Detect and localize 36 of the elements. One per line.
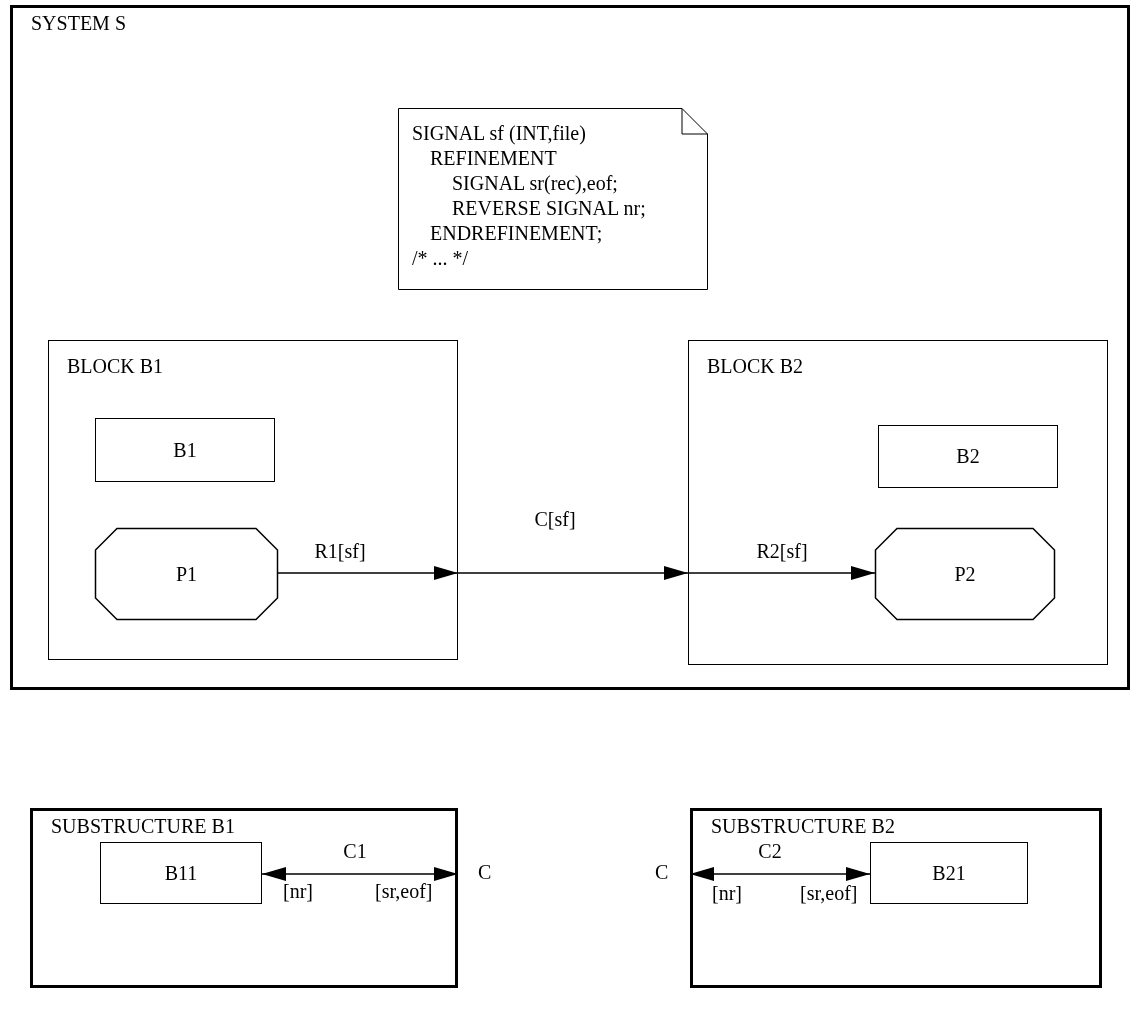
process-octagon: P2 — [875, 528, 1055, 620]
code-line: SIGNAL sf (INT,file) — [412, 122, 586, 145]
edge-label: R1[sf] — [312, 540, 368, 563]
signal-label: [sr,eof] — [375, 880, 433, 903]
frame-title: SUBSTRUCTURE B1 — [51, 815, 235, 838]
code-line: /* ... */ — [412, 247, 469, 270]
block-box: B1 — [95, 418, 275, 482]
block-frame — [690, 808, 1102, 988]
arrow — [261, 867, 459, 881]
block-box: B11 — [100, 842, 262, 904]
code-line: REVERSE SIGNAL nr; — [452, 197, 646, 220]
block-box: B2 — [878, 425, 1058, 488]
arrow — [277, 566, 459, 580]
block-frame — [10, 5, 1130, 690]
block-frame — [30, 808, 458, 988]
code-line: ENDREFINEMENT; — [430, 222, 603, 245]
frame-title: SYSTEM S — [31, 12, 127, 35]
frame-title: BLOCK B2 — [707, 355, 804, 378]
block-box: B21 — [870, 842, 1028, 904]
edge-label: C[sf] — [532, 508, 578, 531]
frame-title: SUBSTRUCTURE B2 — [711, 815, 895, 838]
code-line: REFINEMENT — [430, 147, 557, 170]
arrow — [457, 566, 689, 580]
frame-title: BLOCK B1 — [67, 355, 164, 378]
code-line: SIGNAL sr(rec),eof; — [452, 172, 618, 195]
signal-label: [nr] — [712, 882, 742, 905]
signal-label: C — [478, 861, 492, 884]
signal-label: [nr] — [283, 880, 313, 903]
arrow — [687, 566, 876, 580]
block-frame — [688, 340, 1108, 665]
edge-label: R2[sf] — [754, 540, 810, 563]
block-frame — [48, 340, 458, 660]
signal-label: [sr,eof] — [800, 882, 858, 905]
comment-note — [398, 108, 708, 290]
process-octagon: P1 — [95, 528, 278, 620]
signal-label: C — [655, 861, 669, 884]
